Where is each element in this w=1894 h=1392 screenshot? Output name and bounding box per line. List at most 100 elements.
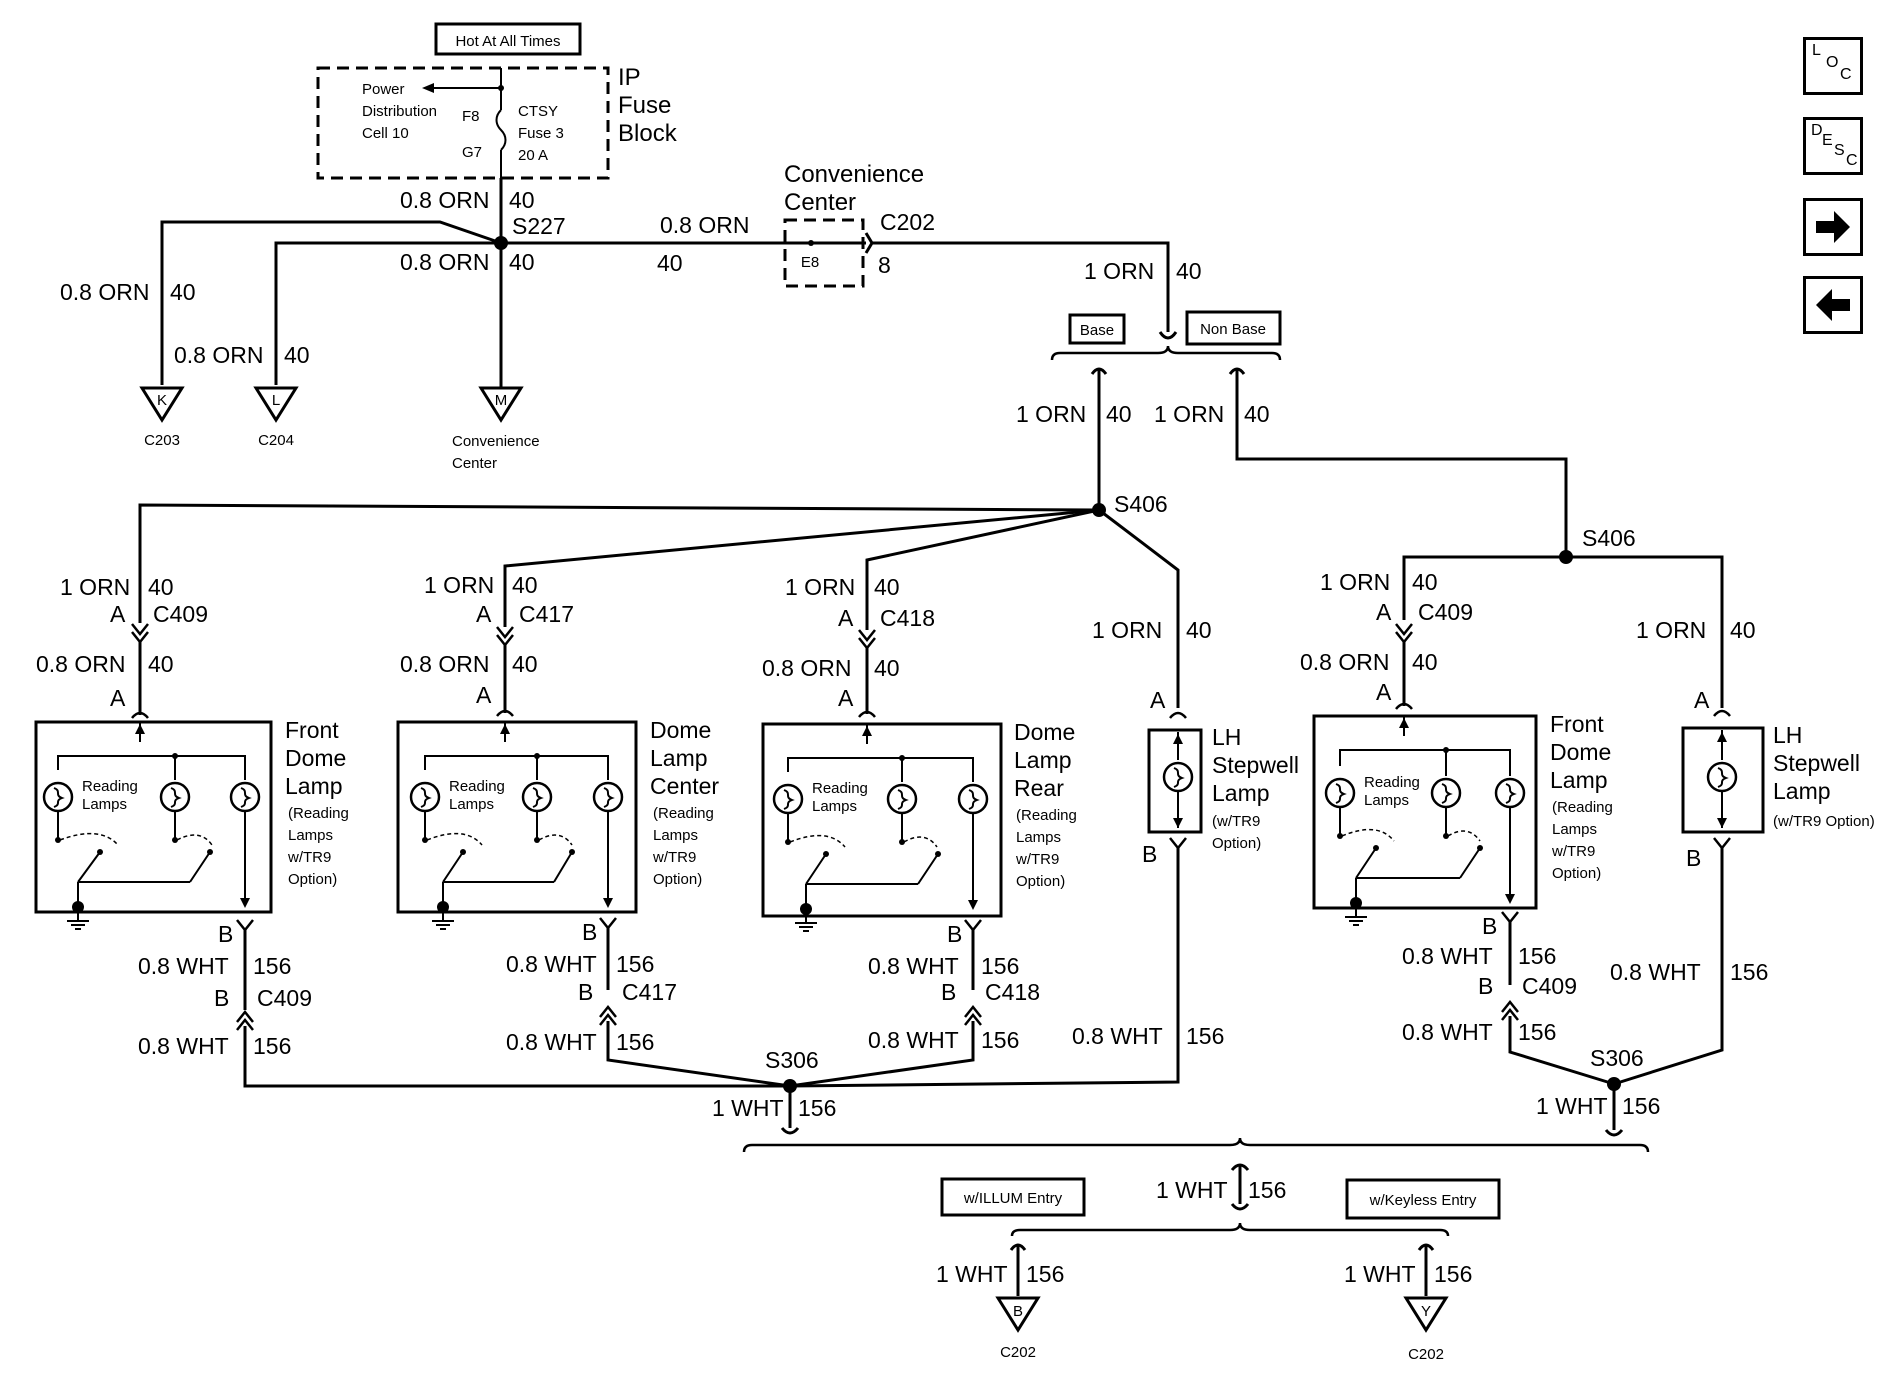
lamp-label: Lamp <box>1212 780 1270 806</box>
fuse-block-title-3: Block <box>618 120 678 147</box>
option-keyless-label: w/Keyless Entry <box>1369 1192 1477 1209</box>
lamp-label: LH <box>1212 724 1241 750</box>
fuse-symbol <box>495 109 507 151</box>
circuit-label: 156 <box>1434 1261 1472 1287</box>
lamp-label: w/TR9 <box>287 849 331 866</box>
next-button[interactable] <box>1803 198 1863 256</box>
offpage-k <box>139 386 185 423</box>
bottom-brace <box>742 1137 1650 1153</box>
lamp-label: LH <box>1773 722 1802 748</box>
wire-c202-out <box>872 241 1170 332</box>
offpage-k-conn: C203 <box>144 432 180 449</box>
connector-label: C409 <box>1418 599 1473 625</box>
connector-label: C409 <box>257 985 312 1011</box>
connector-label: C409 <box>1522 973 1577 999</box>
dome-lamp-center: 1 ORN 40 A C417 0.8 ORN 40 A Dome Lamp C… <box>396 572 791 1088</box>
circuit-label: 40 <box>1412 569 1438 595</box>
pin-label: A <box>1150 687 1166 713</box>
lamp-label: Lamps <box>1016 829 1061 846</box>
reading-lamps-label: Reading <box>812 780 868 797</box>
circuit-label: 40 <box>512 651 538 677</box>
circuit-label: 156 <box>798 1095 836 1121</box>
lamp-label: Front <box>285 717 339 743</box>
lamp-label: Front <box>1550 711 1604 737</box>
fuse-label-2: Fuse 3 <box>518 125 564 142</box>
wire-label: 1 WHT <box>936 1261 1008 1287</box>
pin-label: A <box>838 605 854 631</box>
wire-label: 0.8 WHT <box>1402 1019 1493 1045</box>
pdc-label-3: Cell 10 <box>362 125 409 142</box>
pin-label: A <box>476 682 492 708</box>
circuit-label: 156 <box>253 1033 291 1059</box>
lamp-label: Dome <box>1550 739 1611 765</box>
lamp-label: Lamp <box>1014 747 1072 773</box>
pin-label: A <box>1694 687 1710 713</box>
pin-label: A <box>1376 599 1392 625</box>
fuse-block-title-1: IP <box>618 64 641 91</box>
wire-label: 0.8 ORN <box>400 187 489 213</box>
wire-label: 0.8 ORN <box>400 651 489 677</box>
circuit-label: 40 <box>1730 617 1756 643</box>
circuit-label: 156 <box>1518 943 1556 969</box>
lamp-label: Option) <box>653 871 702 888</box>
wire-label: 0.8 WHT <box>506 951 597 977</box>
wire-label: 0.8 WHT <box>506 1029 597 1055</box>
lamp-label: Lamps <box>1552 821 1597 838</box>
wire-to-l <box>274 241 501 385</box>
connector-label: C418 <box>985 979 1040 1005</box>
circuit-label: 156 <box>1186 1023 1224 1049</box>
pin-f8-label: F8 <box>462 108 480 125</box>
lamp-label: (Reading <box>288 805 349 822</box>
pin-label: B <box>1478 973 1493 999</box>
wire-label: 0.8 ORN <box>400 249 489 275</box>
lamp-label: w/TR9 <box>1551 843 1595 860</box>
offpage-l <box>253 386 299 423</box>
desc-button[interactable]: D E S C <box>1803 117 1863 175</box>
option-base-label: Base <box>1080 322 1114 339</box>
pin-label: B <box>1142 841 1157 867</box>
pin-label: 8 <box>878 252 891 278</box>
loc-button[interactable]: L O C <box>1803 37 1863 95</box>
offpage-b-conn: C202 <box>1000 1344 1036 1361</box>
front-dome-lamp-left: 1 ORN 40 A C409 0.8 ORN 40 A Front Dome … <box>34 574 790 1088</box>
conv-center-label-1: Convenience <box>784 161 924 188</box>
lamp-label: (Reading <box>1016 807 1077 824</box>
wire-label: 0.8 WHT <box>138 953 229 979</box>
lamp-label: Option) <box>1212 835 1261 852</box>
option-illum-label: w/ILLUM Entry <box>963 1190 1063 1207</box>
connector-c202-label: C202 <box>880 209 935 235</box>
lamp-label: Lamps <box>288 827 333 844</box>
wire-label: 0.8 ORN <box>762 655 851 681</box>
lamp-label: Dome <box>650 717 711 743</box>
pin-label: B <box>947 921 962 947</box>
circuit-label: 40 <box>1106 401 1132 427</box>
offpage-l-letter: L <box>272 392 280 409</box>
circuit-label: 156 <box>1026 1261 1064 1287</box>
wire-to-dome-rear <box>865 508 1100 630</box>
splice-s406-label: S406 <box>1114 491 1168 517</box>
wire-label: 0.8 WHT <box>1072 1023 1163 1049</box>
option-nonbase-label: Non Base <box>1200 321 1266 338</box>
wire-label: 1 ORN <box>785 574 855 600</box>
wire-label: 0.8 WHT <box>868 1027 959 1053</box>
wire-label: 0.8 WHT <box>1402 943 1493 969</box>
circuit-label: 40 <box>874 574 900 600</box>
option-illum-box <box>940 1177 1086 1217</box>
fuse-block-title-2: Fuse <box>618 92 671 119</box>
lh-stepwell-lamp-2: 1 ORN 40 A LH Stepwell Lamp (w/TR9 Optio… <box>1610 617 1875 1086</box>
wire-label: 0.8 ORN <box>660 212 749 238</box>
prev-button[interactable] <box>1803 276 1863 334</box>
wire-label: 0.8 ORN <box>1300 649 1389 675</box>
pin-label: A <box>110 601 126 627</box>
dome-lamp-rear: 1 ORN 40 A C418 0.8 ORN 40 A Dome Lamp R… <box>761 574 1077 1088</box>
option-keyless-box <box>1345 1178 1501 1220</box>
wire-to-dome-center <box>503 508 1100 627</box>
wire-to-front-dome <box>138 503 1100 623</box>
circuit-label: 40 <box>509 187 535 213</box>
pin-label: A <box>476 601 492 627</box>
loc-letter: L <box>1812 42 1821 59</box>
circuit-label: 156 <box>616 1029 654 1055</box>
wire-label: 1 ORN <box>1154 401 1224 427</box>
fuse-label-3: 20 A <box>518 147 548 164</box>
pin-label: A <box>838 685 854 711</box>
